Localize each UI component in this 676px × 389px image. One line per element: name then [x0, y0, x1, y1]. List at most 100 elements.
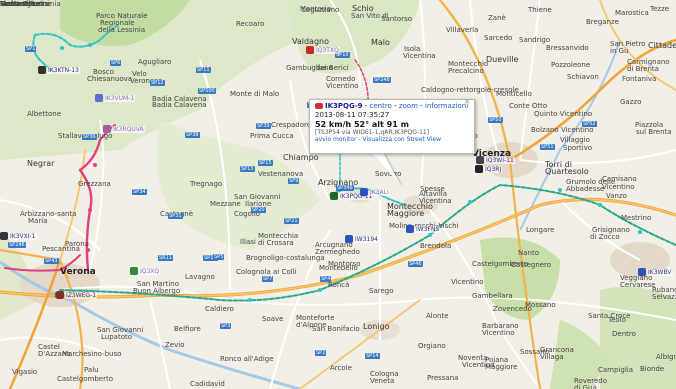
place-label: Montorso: [328, 260, 361, 268]
road-shield: SP11: [196, 67, 211, 73]
place-label: Brognoligo-costalunga: [246, 254, 325, 262]
station-callsign: IK3PQG-11: [339, 192, 374, 200]
place-label: Vanzo: [606, 192, 627, 200]
station-icon: [306, 46, 314, 54]
popup-speed-altitude: 52 km/h 52° alt 91 m: [315, 120, 409, 129]
place-label: San Vito di: [351, 12, 389, 20]
aprs-station-marker[interactable]: IZ3WEG-1: [56, 291, 98, 299]
place-label: Schiavon: [567, 73, 599, 81]
place-label: Verona: [60, 267, 96, 277]
aprs-station-marker[interactable]: IQ3XQ: [130, 267, 161, 275]
aprs-station-marker[interactable]: IK3WBV: [638, 268, 673, 276]
place-label: Campiglia: [598, 366, 634, 374]
place-label: Parona: [65, 240, 89, 248]
aprs-station-marker[interactable]: IK3PQG-11: [330, 192, 374, 200]
place-label: Marostica: [615, 9, 649, 17]
place-label: Cervarese: [620, 281, 656, 289]
popup-link-centro[interactable]: centro: [369, 102, 392, 110]
place-label: Zovencedo: [493, 305, 532, 313]
place-label: Mossano: [525, 301, 556, 309]
place-label: Isola: [404, 45, 421, 53]
place-label: Santa Croce: [588, 312, 631, 320]
place-label: d'Alpone: [296, 321, 327, 329]
place-label: Sossano: [520, 348, 550, 356]
place-label: San Pietro: [610, 40, 646, 48]
station-icon: [38, 66, 46, 74]
place-label: Quartesolo: [545, 167, 589, 176]
place-label: Teolo: [608, 316, 626, 324]
place-label: Lupatoto: [101, 333, 133, 341]
place-label: Malo: [371, 38, 390, 47]
place-label: di Zocco: [590, 233, 620, 241]
popup-link-monitor[interactable]: avvio monitor: [315, 136, 357, 143]
place-label: Arcugnano: [315, 241, 353, 249]
place-label: Maria: [28, 217, 48, 225]
place-label: Carmignano: [627, 58, 670, 66]
aprs-station-marker[interactable]: IQ3RJ: [475, 165, 503, 173]
place-label: Bressanvido: [546, 44, 589, 52]
place-label: Castelgomberto: [57, 375, 114, 383]
station-icon: [103, 125, 111, 133]
place-label: Montecchio: [387, 202, 433, 211]
place-label: Vicenza: [472, 149, 512, 159]
place-label: Mezzane: [210, 200, 241, 208]
place-label: Maggiore: [387, 209, 425, 218]
place-label: Lonigo: [363, 322, 390, 331]
place-label: D'Azzano: [38, 350, 71, 358]
place-label: Breganze: [586, 18, 619, 26]
aprs-station-marker[interactable]: IQ3WI-11: [476, 156, 515, 164]
place-label: Pozzoleone: [551, 61, 591, 69]
aprs-station-marker[interactable]: IK3RQUVA: [103, 125, 145, 133]
place-label: Grezzana: [78, 180, 111, 188]
place-label: Pojana: [485, 356, 509, 364]
place-label: Roncà: [328, 281, 350, 289]
aprs-station-marker[interactable]: IK3KTN-13: [38, 66, 80, 74]
aprs-station-marker[interactable]: IK3VUM-1: [95, 94, 136, 102]
place-label: Montecchio: [448, 60, 489, 68]
aprs-station-marker[interactable]: IQ3TXQ: [306, 46, 340, 54]
station-callsign: IQ3WI-11: [485, 156, 515, 164]
popup-link-streetview[interactable]: Visualizza con Street View: [362, 136, 442, 143]
place-label: Albettone: [27, 110, 61, 118]
place-label: Leguzzano: [302, 6, 340, 14]
road-shield: SP1: [25, 46, 37, 52]
place-label: Valdagno: [292, 37, 329, 46]
aprs-station-marker[interactable]: IK3ALI: [360, 188, 390, 196]
place-label: Cadidavid: [190, 380, 225, 388]
place-label: Crespadoro: [271, 121, 312, 129]
road-shield: SP34: [132, 189, 147, 195]
station-icon: [475, 165, 483, 173]
aprs-station-marker[interactable]: IW3FNS: [406, 225, 441, 233]
place-label: Montorio: [300, 5, 331, 13]
place-label: Camisano: [602, 175, 637, 183]
road-shield: SP43: [44, 258, 59, 264]
popup-link-zoom[interactable]: zoom: [398, 102, 418, 110]
place-label: Thiene: [528, 6, 552, 14]
place-label: Castelgomberto: [472, 260, 529, 268]
place-label: Villaga: [540, 353, 564, 361]
aprs-station-marker[interactable]: IK3VXI-1: [0, 232, 37, 240]
road-shield: SP2: [315, 350, 327, 356]
place-label: Tezze: [650, 5, 670, 13]
station-icon: [476, 156, 484, 164]
place-label: Precalcino: [448, 67, 484, 75]
place-label: Vestenanova: [258, 170, 304, 178]
station-callsign: IQ3XQ: [139, 267, 161, 275]
place-label: Sovizzo: [375, 170, 402, 178]
place-label: Veggiano: [620, 274, 653, 282]
place-label: in Gu: [610, 47, 629, 55]
place-label: Marchesino-buso: [62, 350, 122, 358]
place-label: Nanto: [518, 249, 539, 257]
place-label: Colognola ai Colli: [236, 268, 297, 276]
station-icon: [130, 267, 138, 275]
aprs-station-marker[interactable]: IW3194: [345, 235, 379, 243]
place-label: Pressana: [427, 374, 459, 382]
place-label: Tregnago: [190, 180, 223, 188]
popup-link-informazioni[interactable]: informazioni: [424, 102, 469, 110]
place-label: Vicentina: [462, 361, 495, 369]
popup-separator: -: [356, 136, 363, 143]
place-label: Belfiore: [174, 325, 201, 333]
popup-close-button[interactable]: ×: [463, 97, 471, 107]
place-label: Santorso: [381, 15, 413, 23]
